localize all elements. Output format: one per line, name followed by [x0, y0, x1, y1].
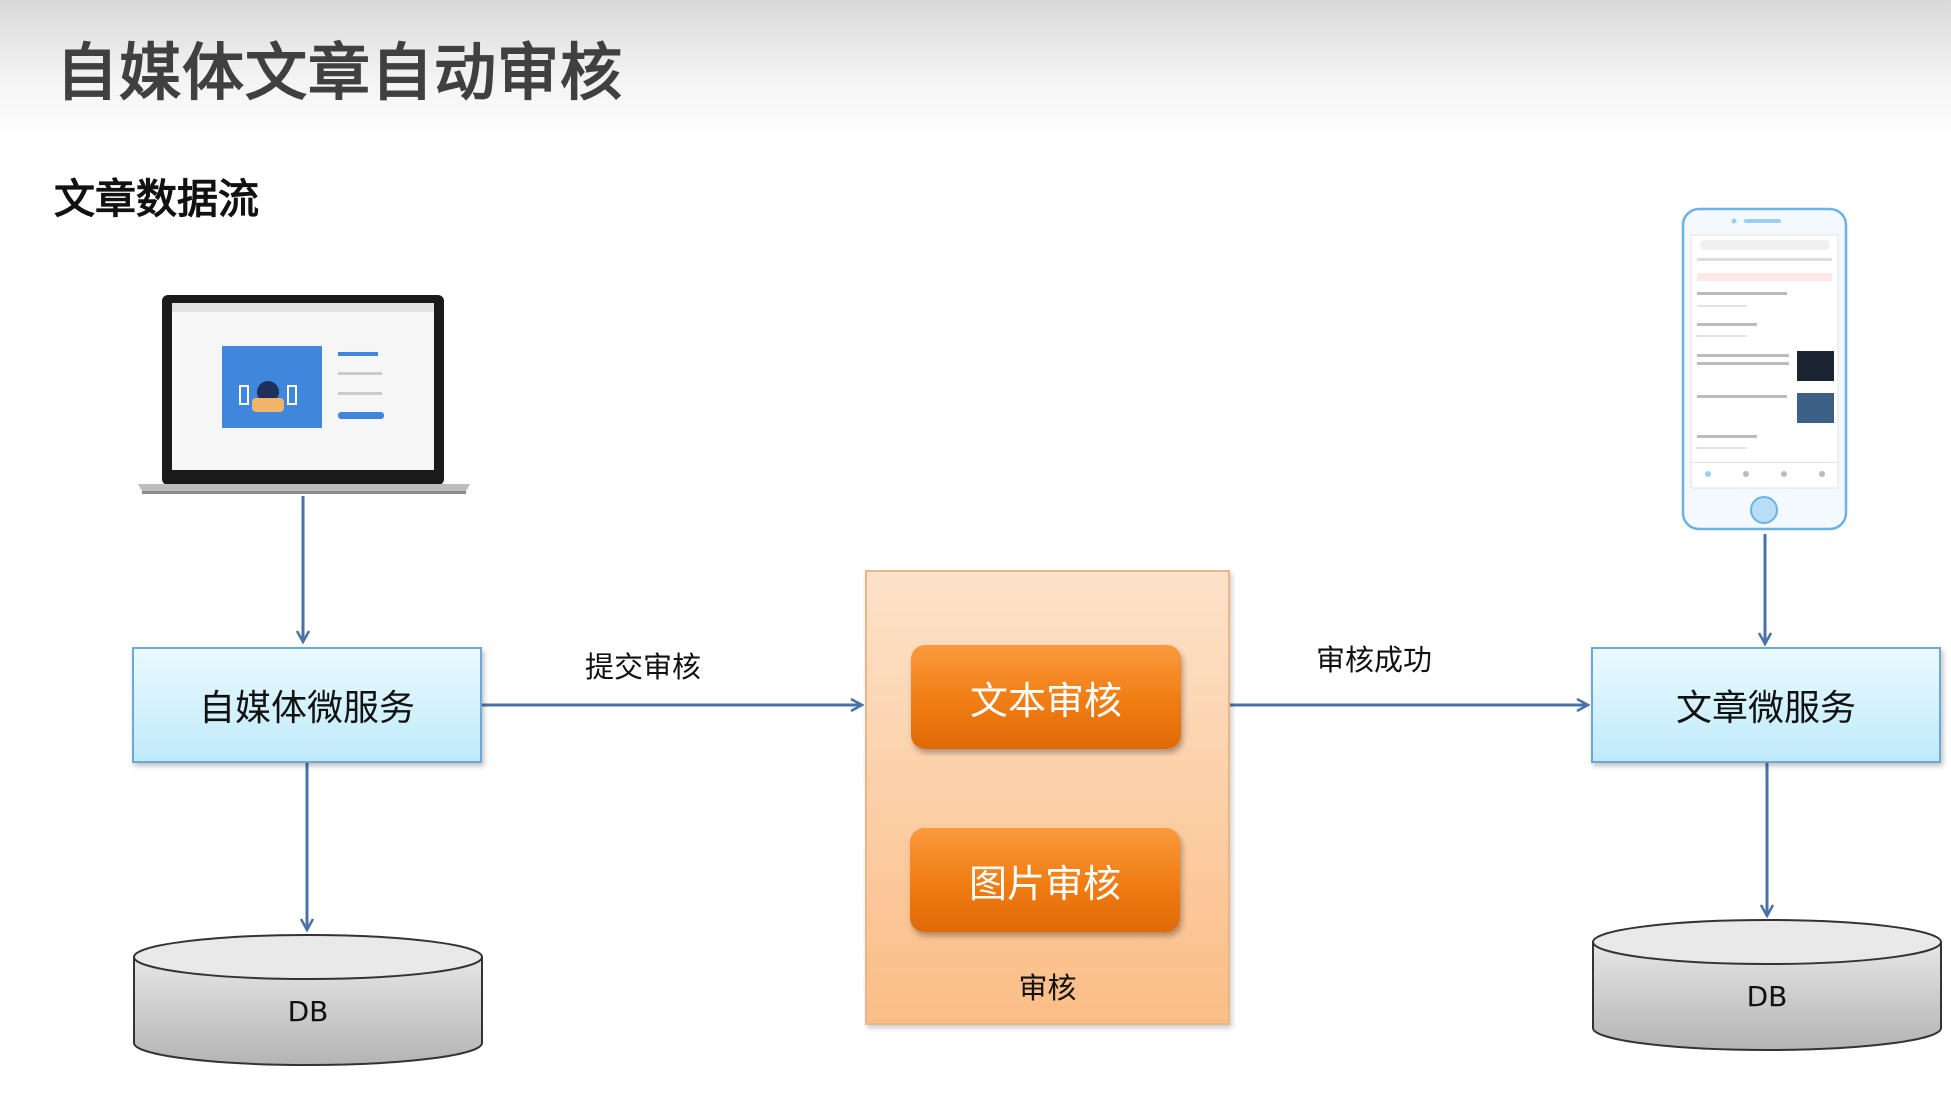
image-audit-node: 图片审核 — [910, 828, 1180, 932]
db-right-label: DB — [1746, 980, 1788, 1013]
db-right: DB — [1591, 918, 1943, 1054]
section-title: 文章数据流 — [54, 175, 259, 223]
title-band — [0, 0, 1951, 140]
db-left-cylinder-icon — [133, 934, 483, 1066]
db-left: DB — [132, 933, 484, 1069]
db-left-label: DB — [287, 995, 329, 1028]
audit-success-label: 审核成功 — [1316, 643, 1433, 677]
submit-audit-label: 提交审核 — [585, 650, 702, 684]
audit-group-box: 文本审核 图片审核 审核 — [865, 570, 1230, 1025]
text-audit-node: 文本审核 — [911, 645, 1181, 749]
article-service-box: 文章微服务 — [1591, 647, 1941, 763]
db-right-cylinder-icon — [1592, 919, 1942, 1051]
audit-group-label: 审核 — [1018, 971, 1077, 1005]
wemedia-service-box: 自媒体微服务 — [132, 647, 482, 763]
page-title: 自媒体文章自动审核 — [56, 36, 624, 109]
